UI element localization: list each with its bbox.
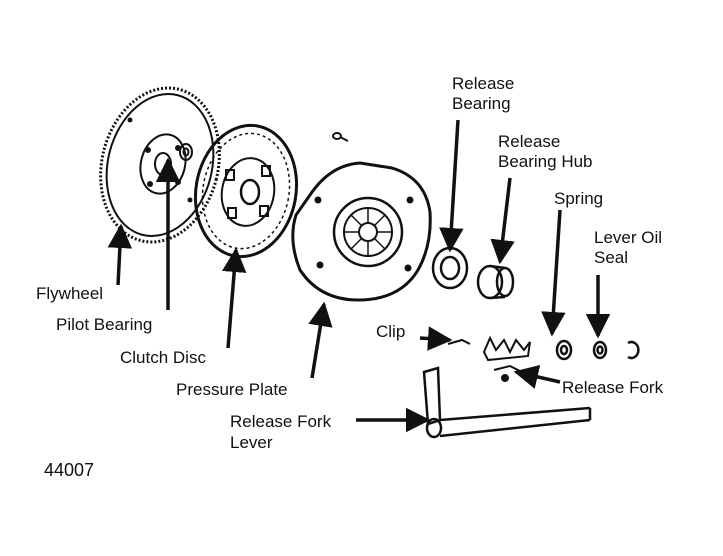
callout-arrows [107,119,611,433]
spring-part [555,339,573,361]
label-clutch-disc: Clutch Disc [120,348,206,367]
pressure-plate-part [291,161,432,302]
label-release-bearing-hub-line2: Bearing Hub [498,152,593,171]
label-spring: Spring [554,189,604,208]
label-release-bearing-hub-line1: Release [498,132,561,151]
label-lever-oil-seal-line2: Seal [594,248,629,267]
label-release-fork-lever-line2: Lever [230,433,273,452]
label-pressure-plate: Pressure Plate [176,380,288,399]
clip-part [447,338,471,345]
label-release-bearing-line2: Bearing [452,94,511,113]
label-release-bearing-line1: Release [452,74,515,93]
release-bearing-hub-part [476,264,515,300]
flywheel-part [99,86,221,244]
label-pilot-bearing: Pilot Bearing [56,315,153,334]
label-release-fork-lever-line1: Release Fork [230,412,332,431]
pilot-bearing-part [179,143,193,161]
release-fork-lever-part [422,366,592,439]
clutch-disc-part [193,123,299,259]
figure-number: 44007 [44,460,95,480]
bolt-part [332,132,349,142]
lever-oil-seal-part [592,340,640,360]
label-lever-oil-seal-line1: Lever Oil [594,228,663,247]
label-clip: Clip [376,322,406,341]
label-flywheel: Flywheel [36,284,104,303]
release-bearing-part [431,246,469,290]
label-release-fork: Release Fork [562,378,664,397]
